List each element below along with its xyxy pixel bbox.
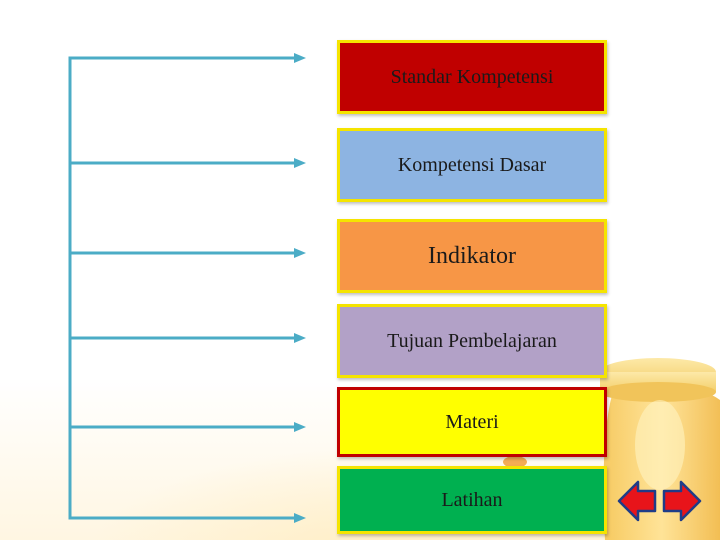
tujuan-pembelajaran-button[interactable]: Tujuan Pembelajaran: [337, 304, 607, 378]
tujuan-pembelajaran-label: Tujuan Pembelajaran: [387, 330, 557, 353]
standar-kompetensi-label: Standar Kompetensi: [391, 66, 554, 89]
materi-label: Materi: [445, 411, 498, 434]
latihan-button[interactable]: Latihan: [337, 466, 607, 534]
standar-kompetensi-button[interactable]: Standar Kompetensi: [337, 40, 607, 114]
kompetensi-dasar-label: Kompetensi Dasar: [398, 154, 546, 177]
indikator-label: Indikator: [428, 243, 516, 270]
kompetensi-dasar-button[interactable]: Kompetensi Dasar: [337, 128, 607, 202]
indikator-button[interactable]: Indikator: [337, 219, 607, 293]
materi-button[interactable]: Materi: [337, 387, 607, 457]
latihan-label: Latihan: [441, 489, 502, 512]
